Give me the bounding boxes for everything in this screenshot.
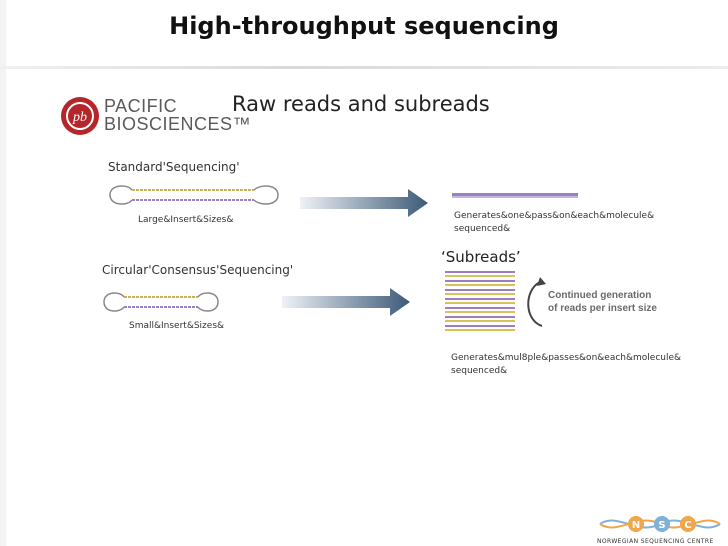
cycle-note-box: Continued generation of reads per insert…: [548, 290, 657, 314]
small-insert-caption: Small&Insert&Sizes&: [129, 321, 225, 331]
ccs-arrow-icon: [282, 288, 410, 316]
large-insert-caption: Large&Insert&Sizes&: [138, 215, 234, 225]
nsc-letter-c: C: [684, 520, 691, 531]
cycle-note-line-2: of reads per insert size: [548, 303, 657, 314]
nsc-letter-s: S: [658, 520, 665, 531]
small-insert-smrtbell-diagram: [103, 292, 219, 312]
ccs-label: Circular'Consensus'Sequencing': [102, 263, 294, 277]
standard-result-line-2: sequenced&: [454, 224, 511, 234]
nsc-letter-n: N: [632, 520, 640, 531]
pacific-biosciences-logo-mark: pb: [61, 97, 99, 135]
standard-result-line-1: Generates&one&pass&on&each&molecule&: [454, 211, 655, 221]
subreads-heading: ‘Subreads’: [441, 248, 521, 266]
slide-subtitle: Raw reads and subreads: [232, 92, 490, 116]
standard-arrow-icon: [300, 189, 428, 217]
cycle-arrow-icon: [527, 277, 546, 327]
large-insert-smrtbell-diagram: [109, 185, 279, 205]
ccs-result-text: Generates&mul8ple&passes&on&each&molecul…: [451, 352, 681, 378]
slide-title: High-throughput sequencing: [169, 12, 559, 40]
title-divider: [0, 66, 728, 69]
single-read-bar: [452, 193, 578, 198]
logo-text-pacific: PACIFIC: [104, 96, 178, 116]
standard-sequencing-label: Standard'Sequencing': [108, 160, 240, 174]
ccs-result-line-2: sequenced&: [451, 366, 508, 376]
logo-text-biosciences: BIOSCIENCES™: [104, 114, 252, 134]
standard-result-text: Generates&one&pass&on&each&molecule& seq…: [454, 210, 654, 236]
ccs-result-line-1: Generates&mul8ple&passes&on&each&molecul…: [451, 353, 682, 363]
slide-left-border: [0, 0, 6, 546]
nsc-org-name: NORWEGIAN SEQUENCING CENTRE: [597, 538, 714, 545]
cycle-note-line-1: Continued generation: [548, 290, 651, 301]
subreads-stack: [445, 271, 515, 331]
nsc-logo-mark: N S C: [599, 516, 721, 532]
svg-text:pb: pb: [72, 110, 87, 125]
